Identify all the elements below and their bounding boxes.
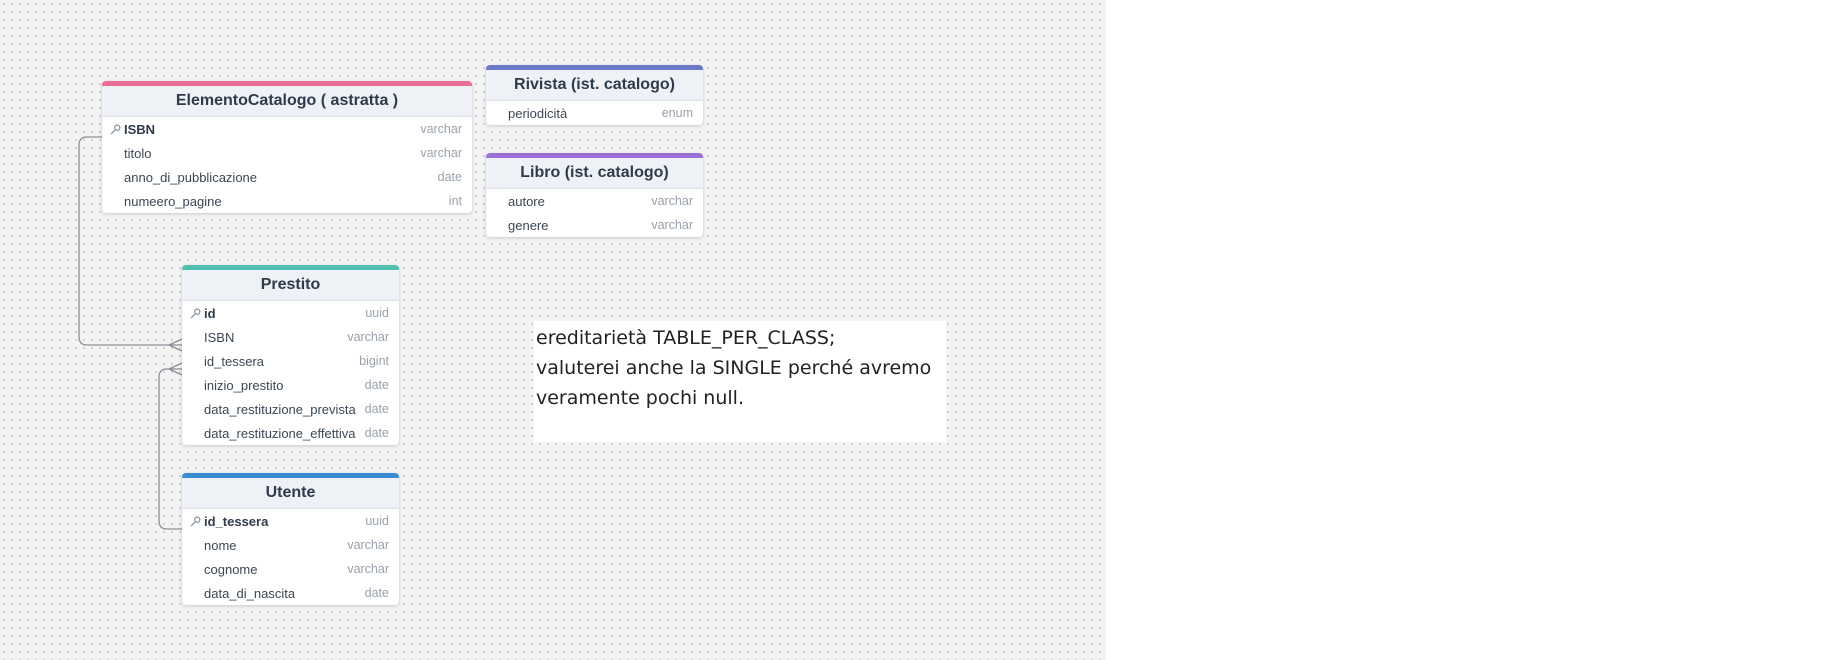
table-field-row[interactable]: periodicità enum (486, 101, 703, 125)
field-name: cognome (204, 561, 258, 577)
field-name: nome (204, 537, 237, 553)
field-type: varchar (420, 122, 462, 136)
table-fields: autore varchar genere varchar (486, 189, 703, 237)
table-field-row[interactable]: genere varchar (486, 213, 703, 237)
field-name: anno_di_pubblicazione (124, 169, 258, 185)
table-fields: periodicità enum (486, 101, 703, 125)
field-name: ISBN (124, 121, 156, 137)
diagram-canvas[interactable]: ElementoCatalogo ( astratta ) ISBN varchar… (0, 0, 1106, 660)
field-type: varchar (651, 218, 693, 232)
table-title[interactable]: Rivista (ist. catalogo) (486, 70, 703, 101)
field-type: date (437, 170, 462, 184)
field-type: enum (661, 106, 693, 120)
table-field-row[interactable]: inizio_prestito date (182, 373, 399, 397)
field-type: date (364, 426, 389, 440)
table-field-row[interactable]: id uuid (182, 301, 399, 325)
table-fields: ISBN varchar titolo varchar anno_di_pubblica… (102, 117, 472, 213)
field-type: varchar (347, 562, 389, 576)
note-box[interactable]: ereditarietà TABLE_PER_CLASS; valuterei … (534, 321, 946, 442)
field-name: id_tessera (204, 513, 269, 529)
field-name: numeero_pagine (124, 193, 222, 209)
table-field-row[interactable]: id_tessera uuid (182, 509, 399, 533)
table-field-row[interactable]: id_tessera bigint (182, 349, 399, 373)
field-type: date (364, 402, 389, 416)
table-utente[interactable]: Utente id_tessera uuid nome varchar cognome va… (182, 473, 399, 605)
primary-key-icon (190, 515, 201, 527)
relation-tessera-line (158, 368, 182, 530)
primary-key-icon (110, 123, 121, 135)
field-name: data_restituzione_prevista (204, 401, 356, 417)
field-type: int (448, 194, 462, 208)
table-field-row[interactable]: ISBN varchar (182, 325, 399, 349)
field-type: date (364, 586, 389, 600)
field-name: data_di_nascita (204, 585, 296, 601)
table-rivista[interactable]: Rivista (ist. catalogo) periodicità enum (486, 65, 703, 125)
table-title[interactable]: Utente (182, 478, 399, 509)
field-name: data_restituzione_effettiva (204, 425, 356, 441)
table-field-row[interactable]: anno_di_pubblicazione date (102, 165, 472, 189)
table-field-row[interactable]: autore varchar (486, 189, 703, 213)
field-name: autore (508, 193, 545, 209)
relation-tessera-crowfoot (168, 362, 183, 376)
table-field-row[interactable]: ISBN varchar (102, 117, 472, 141)
primary-key-icon (190, 307, 201, 319)
table-color-bar (182, 265, 399, 270)
table-title[interactable]: Prestito (182, 270, 399, 301)
table-elementocatalogo[interactable]: ElementoCatalogo ( astratta ) ISBN varchar… (102, 81, 472, 213)
table-color-bar (486, 65, 703, 70)
field-type: uuid (365, 306, 389, 320)
table-color-bar (102, 81, 472, 86)
field-name: periodicità (508, 105, 568, 121)
table-title[interactable]: Libro (ist. catalogo) (486, 158, 703, 189)
field-name: id_tessera (204, 353, 264, 369)
table-field-row[interactable]: titolo varchar (102, 141, 472, 165)
table-color-bar (486, 153, 703, 158)
table-field-row[interactable]: data_restituzione_prevista date (182, 397, 399, 421)
field-type: varchar (347, 538, 389, 552)
table-field-row[interactable]: nome varchar (182, 533, 399, 557)
table-color-bar (182, 473, 399, 478)
field-name: titolo (124, 145, 152, 161)
field-type: varchar (347, 330, 389, 344)
table-fields: id_tessera uuid nome varchar cognome varchar d… (182, 509, 399, 605)
field-type: date (364, 378, 389, 392)
note-line: veramente pochi null. (536, 387, 744, 409)
field-type: uuid (365, 514, 389, 528)
field-type: varchar (651, 194, 693, 208)
field-name: inizio_prestito (204, 377, 284, 393)
field-type: varchar (420, 146, 462, 160)
table-field-row[interactable]: numeero_pagine int (102, 189, 472, 213)
relation-isbn-crowfoot (168, 338, 183, 352)
table-field-row[interactable]: data_restituzione_effettiva date (182, 421, 399, 445)
note-line: ereditarietà TABLE_PER_CLASS; (536, 327, 836, 349)
table-field-row[interactable]: cognome varchar (182, 557, 399, 581)
table-title[interactable]: ElementoCatalogo ( astratta ) (102, 86, 472, 117)
field-name: ISBN (204, 329, 235, 345)
field-name: id (204, 305, 216, 321)
table-field-row[interactable]: data_di_nascita date (182, 581, 399, 605)
field-type: bigint (359, 354, 389, 368)
note-line: valuterei anche la SINGLE perché avremo (536, 357, 932, 379)
field-name: genere (508, 217, 549, 233)
